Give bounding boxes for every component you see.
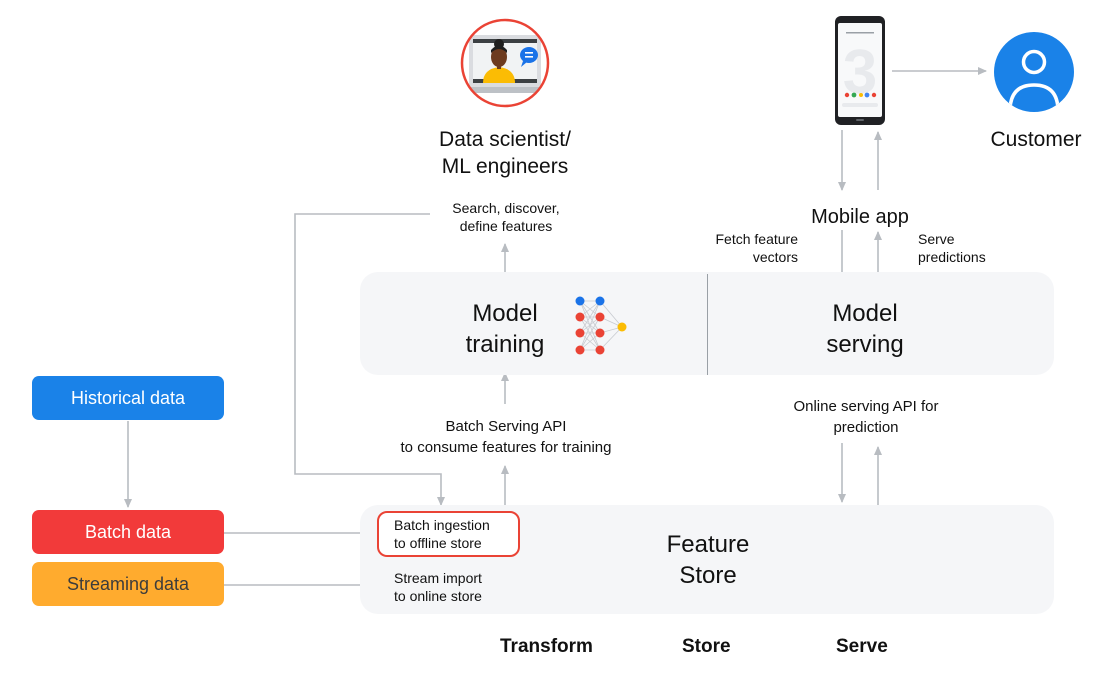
batch-data-box[interactable]: Batch data [32,510,224,554]
batch-ingestion-box[interactable] [377,511,520,557]
batch-data-label: Batch data [84,521,172,542]
customer-avatar [993,31,1075,113]
stage-store: Store [682,636,731,657]
customer-label: Customer [990,128,1082,151]
phone-device: 3 [834,15,886,126]
batch-ingestion-label: Batch ingestion to offline store [394,517,490,551]
neural-network-icon [570,292,632,358]
data-scientist-avatar [459,17,551,109]
data-scientist-label: Data scientist/ ML engineers [439,128,571,178]
smartphone-icon: 3 [835,16,885,125]
online-serving-api-label: Online serving API for prediction [793,398,939,436]
feature-store-label: Feature Store [666,531,750,589]
historical-data-label: Historical data [70,387,186,408]
batch-serving-api-label: Batch Serving API to consume features fo… [400,418,612,456]
search-discover-label: Search, discover, define features [452,200,560,234]
stream-import-label: Stream import to online store [394,570,482,604]
stage-serve: Serve [836,636,888,657]
model-serving-label: Model serving [826,300,904,358]
person-icon [994,32,1074,112]
model-training-label: Model training [465,300,545,358]
historical-data-box[interactable]: Historical data [32,376,224,420]
panel-divider [707,274,708,375]
fetch-feature-vectors-label: Fetch feature vectors [715,231,799,265]
mobile-app-label: Mobile app [811,206,909,228]
serve-predictions-label: Serve predictions [918,231,986,265]
data-scientist-icon [460,18,550,108]
stage-transform: Transform [500,636,593,657]
streaming-data-label: Streaming data [66,573,190,594]
streaming-data-box[interactable]: Streaming data [32,562,224,606]
